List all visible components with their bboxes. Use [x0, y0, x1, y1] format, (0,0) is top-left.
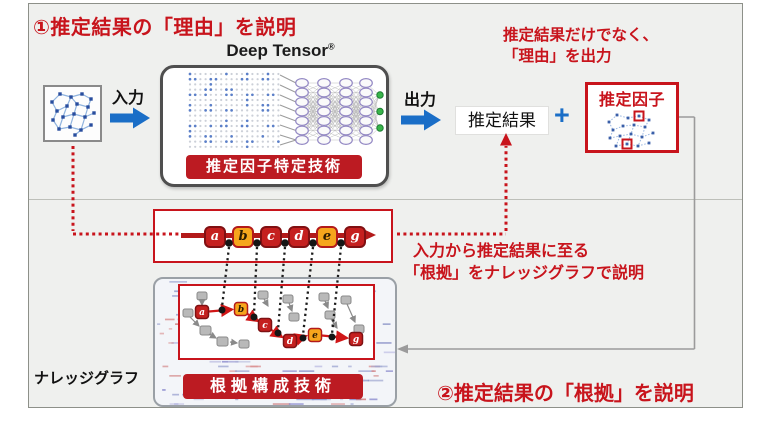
evidence-construction-badge: 根拠構成技術	[183, 374, 363, 399]
input-label: 入力	[112, 90, 145, 107]
svg-text:b: b	[238, 305, 244, 315]
note-line1: 推定結果だけでなく、	[503, 27, 659, 44]
estimation-result-box: 推定結果	[455, 106, 549, 135]
knowledge-graph-label: ナレッジグラフ	[34, 370, 140, 387]
evidence-graph: a b c d e g	[182, 290, 365, 349]
neural-network-illustration	[188, 72, 384, 149]
svg-text:e: e	[312, 331, 318, 341]
chain-node-b: b	[232, 226, 254, 248]
estimation-factor-label: 推定因子	[598, 92, 665, 109]
section1-title: ①推定結果の「理由」を説明	[33, 17, 297, 39]
graph-node-a: a	[194, 304, 210, 320]
note-line2: 「理由」を出力	[503, 48, 612, 65]
note-line1: 入力から推定結果に至る	[413, 243, 590, 260]
svg-text:c: c	[262, 321, 268, 331]
evidence-note: 入力から推定結果に至る 「根拠」をナレッジグラフで説明	[404, 241, 644, 285]
registered-mark: ®	[328, 41, 335, 52]
factor-graph-icon	[607, 110, 655, 150]
input-graph-icon	[50, 92, 96, 137]
estimation-factor-box: 推定因子	[585, 82, 679, 153]
graph-node-c: c	[257, 317, 273, 333]
output-label: 出力	[404, 92, 437, 109]
factor-identification-badge: 推定因子特定技術	[186, 155, 362, 179]
junction-dots	[218, 306, 336, 342]
chain-node-d: d	[288, 226, 310, 248]
reason-output-note: 推定結果だけでなく、 「理由」を出力	[503, 25, 658, 67]
gray-nodes	[182, 290, 365, 349]
section-divider	[29, 199, 742, 200]
output-arrow-icon	[401, 109, 441, 131]
graph-node-e: e	[307, 327, 323, 343]
deep-tensor-title: Deep Tensor®	[226, 41, 335, 60]
svg-text:d: d	[287, 337, 294, 347]
chain-node-c: c	[260, 226, 282, 248]
graph-node-d: d	[282, 333, 298, 349]
input-graph-box	[43, 85, 102, 142]
plus-sign: +	[554, 100, 570, 130]
note-line2: 「根拠」をナレッジグラフで説明	[404, 265, 645, 282]
evidence-path-box: a b c d e g	[178, 284, 375, 360]
section2-title: ②推定結果の「根拠」を説明	[437, 383, 694, 405]
input-arrow-icon	[110, 107, 150, 129]
graph-node-b: b	[233, 301, 249, 317]
svg-text:g: g	[353, 335, 359, 345]
chain-node-a: a	[204, 226, 226, 248]
graph-node-g: g	[348, 331, 364, 347]
svg-text:a: a	[199, 308, 205, 318]
chain-node-g: g	[344, 226, 366, 248]
chain-node-e: e	[316, 226, 338, 248]
